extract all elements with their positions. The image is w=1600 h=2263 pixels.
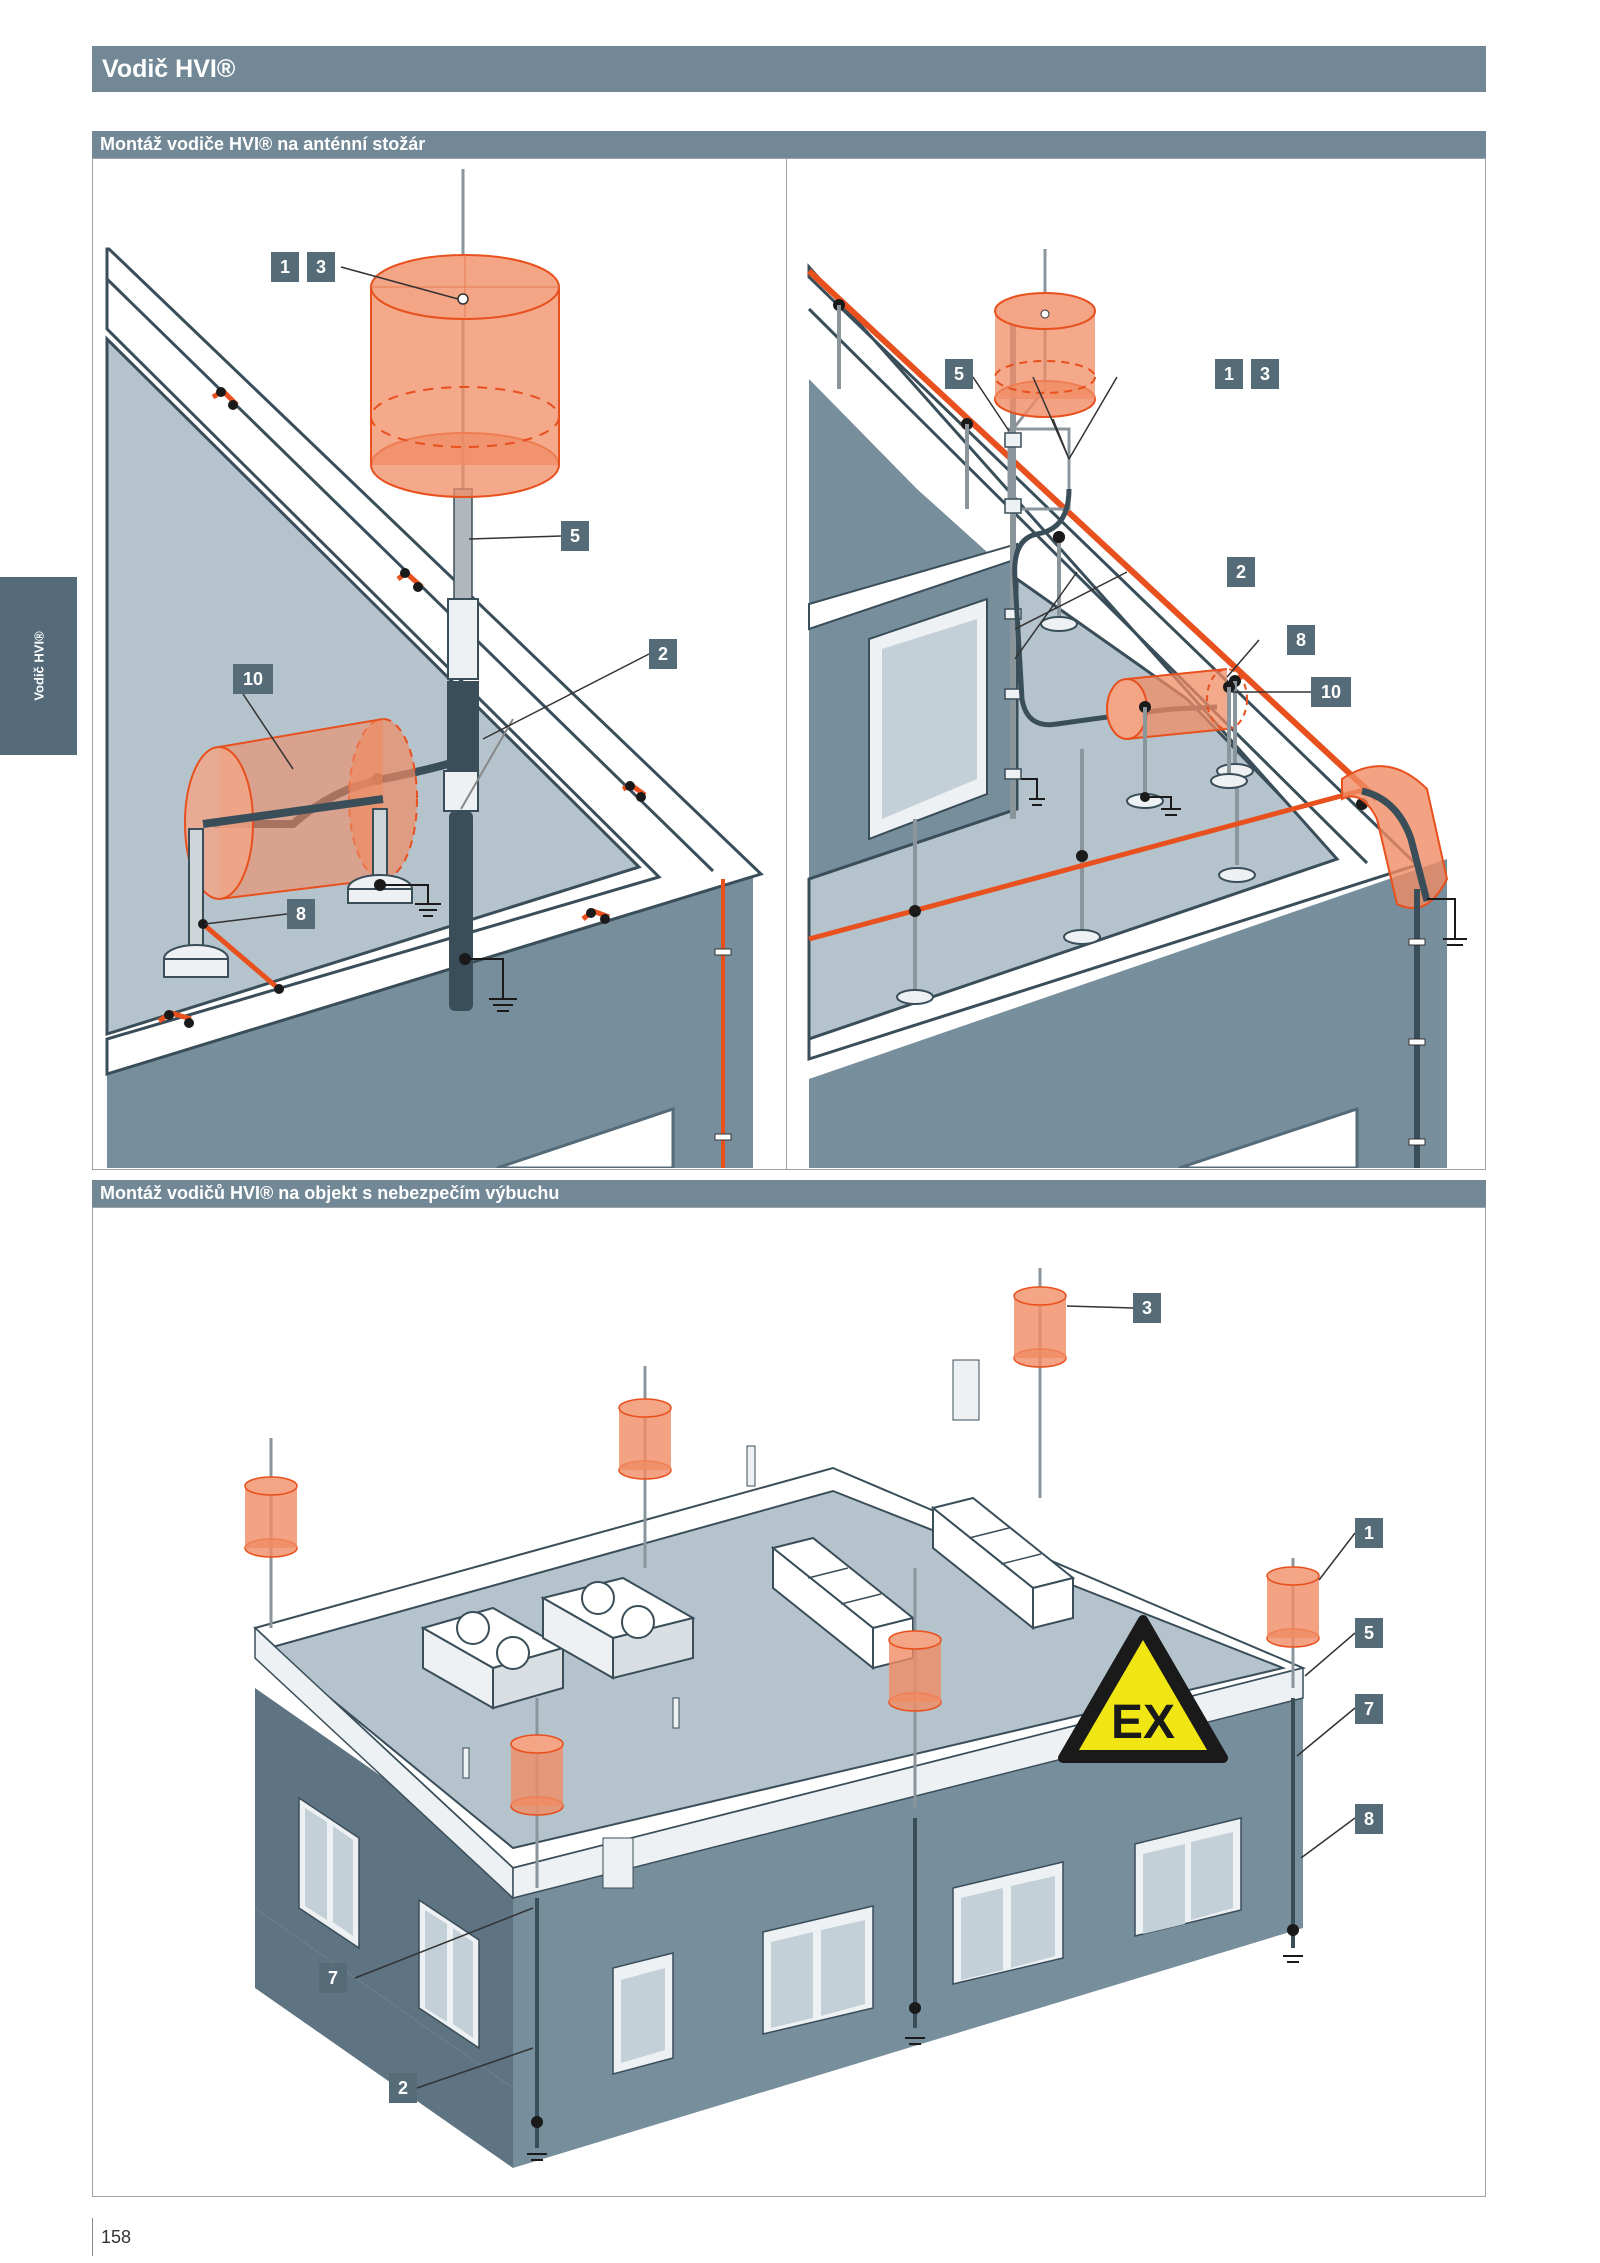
callout-left-10: 10 bbox=[243, 669, 263, 689]
callout-left-5: 5 bbox=[570, 526, 580, 546]
callout-left-2: 2 bbox=[658, 644, 668, 664]
illustration-antenna-mast-corner: 5 1 3 2 8 10 bbox=[807, 249, 1467, 1169]
callout-bottom-7-left: 7 bbox=[328, 1968, 338, 1988]
illustration-antenna-mast-roof: 1 3 5 2 10 8 bbox=[105, 169, 764, 1169]
section-title-explosion: Montáž vodičů HVI® na objekt s nebezpečí… bbox=[92, 1180, 1486, 1207]
panel-antenna-left: 1 3 5 2 10 8 bbox=[92, 158, 787, 1170]
callout-right-2: 2 bbox=[1236, 562, 1246, 582]
callout-bottom-8: 8 bbox=[1364, 1809, 1374, 1829]
callout-left-8: 8 bbox=[296, 904, 306, 924]
illustration-explosion-hazard-building: EX 3 1 5 7 8 7 2 bbox=[244, 1268, 1383, 2168]
callout-right-8: 8 bbox=[1296, 630, 1306, 650]
callout-right-3: 3 bbox=[1260, 364, 1270, 384]
page-title: Vodič HVI® bbox=[92, 46, 1486, 92]
callout-left-1: 1 bbox=[280, 257, 290, 277]
callout-right-10: 10 bbox=[1321, 682, 1341, 702]
page-number: 158 bbox=[92, 2218, 131, 2256]
warning-sign-text: EX bbox=[1111, 1696, 1175, 1749]
section-title-antenna: Montáž vodiče HVI® na anténní stožár bbox=[92, 131, 1486, 158]
callout-left-3: 3 bbox=[316, 257, 326, 277]
callout-bottom-3: 3 bbox=[1142, 1298, 1152, 1318]
explosion-warning-sign-icon: EX bbox=[1058, 1615, 1228, 1763]
callout-bottom-5: 5 bbox=[1364, 1623, 1374, 1643]
panel-explosion-hazard: EX 3 1 5 7 8 7 2 bbox=[92, 1207, 1486, 2197]
panel-antenna-right: 5 1 3 2 8 10 bbox=[786, 158, 1486, 1170]
callout-bottom-2: 2 bbox=[398, 2078, 408, 2098]
callout-bottom-1: 1 bbox=[1364, 1523, 1374, 1543]
side-tab: Vodič HVI® bbox=[0, 577, 77, 755]
callout-right-5: 5 bbox=[954, 364, 964, 384]
callout-bottom-7-right: 7 bbox=[1364, 1699, 1374, 1719]
side-tab-label: Vodič HVI® bbox=[31, 631, 46, 701]
callout-right-1: 1 bbox=[1224, 364, 1234, 384]
